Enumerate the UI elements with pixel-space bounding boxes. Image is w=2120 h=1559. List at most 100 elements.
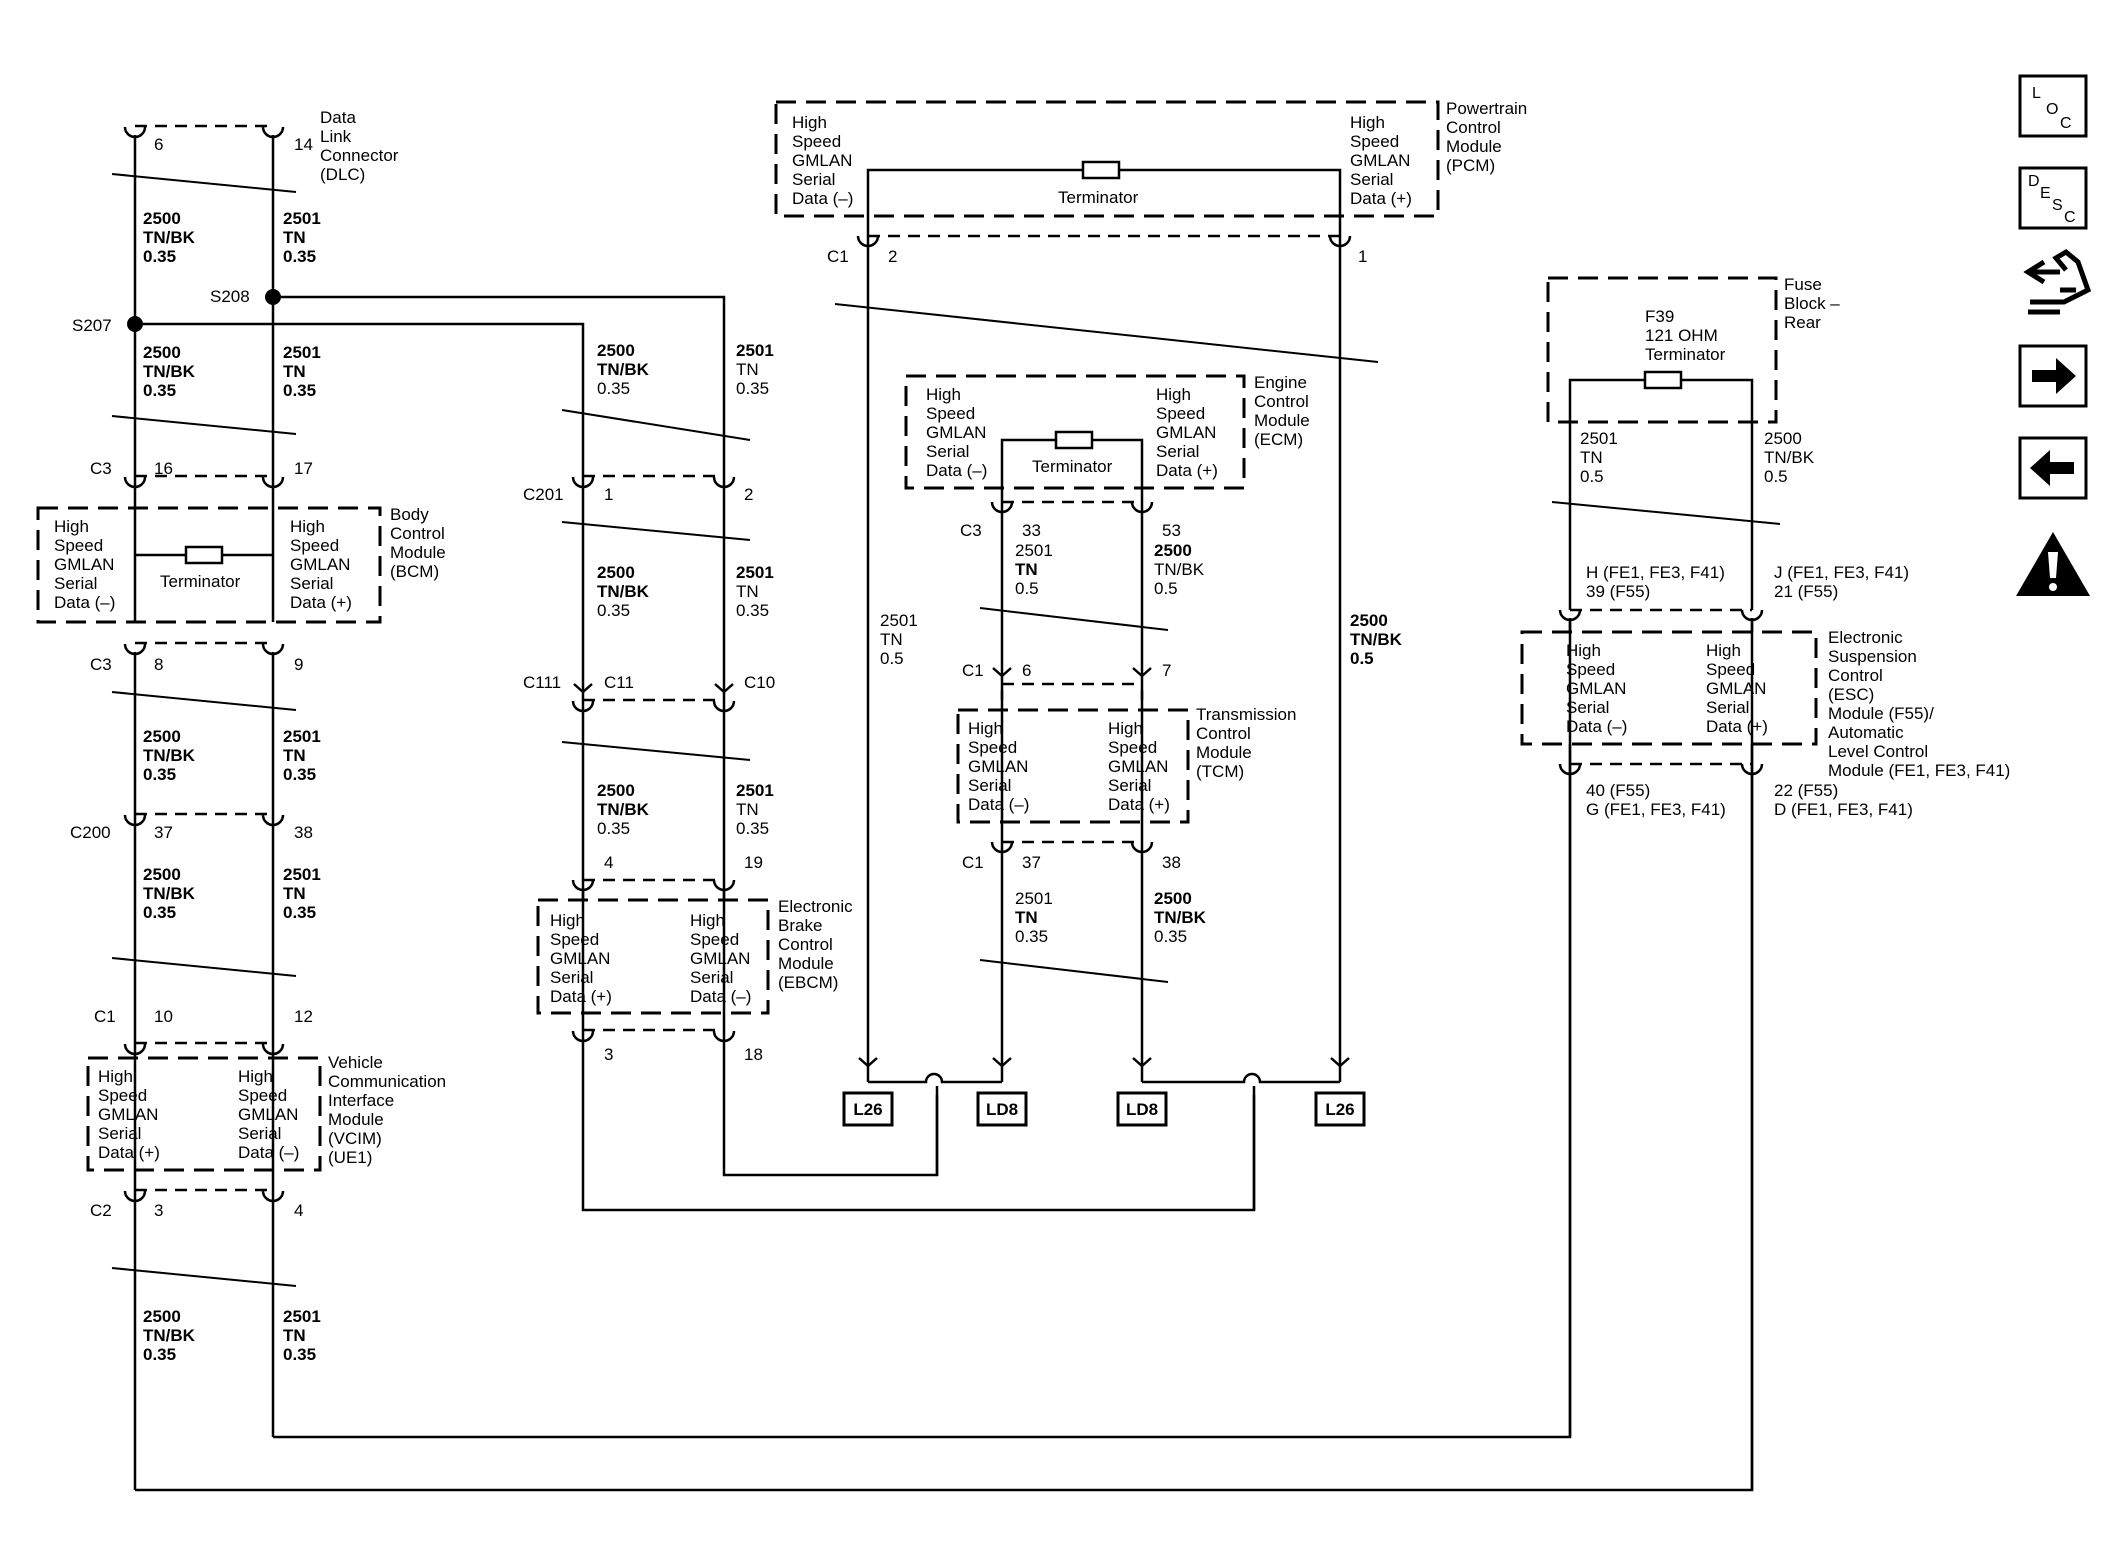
svg-text:TN/BK: TN/BK	[1154, 560, 1205, 579]
svg-text:High: High	[1566, 641, 1601, 660]
option-blocks: L26 LD8 LD8 L26	[842, 1056, 1366, 1210]
svg-text:Speed: Speed	[238, 1086, 287, 1105]
warning-icon[interactable]	[2016, 532, 2090, 596]
svg-text:Speed: Speed	[1156, 404, 1205, 423]
forward-arrow-icon[interactable]	[2018, 344, 2088, 408]
svg-text:2500: 2500	[597, 781, 635, 800]
svg-text:High: High	[1350, 113, 1385, 132]
svg-text:0.35: 0.35	[143, 1345, 176, 1364]
back-arrow-icon[interactable]	[2018, 436, 2088, 500]
svg-text:12: 12	[294, 1007, 313, 1026]
tcm-connector-bottom: C1 37 38	[962, 840, 1181, 872]
svg-text:39 (F55): 39 (F55)	[1586, 582, 1650, 601]
svg-text:Module (F55)/: Module (F55)/	[1828, 704, 1934, 723]
svg-text:Data (+): Data (+)	[290, 593, 352, 612]
wire-label: 2501 TN 0.35 2500 TN/BK 0.35	[1015, 889, 1207, 946]
svg-text:GMLAN: GMLAN	[98, 1105, 158, 1124]
svg-text:Speed: Speed	[1108, 738, 1157, 757]
desc-icon[interactable]: D E S C	[2018, 166, 2088, 230]
svg-text:Module: Module	[1254, 411, 1310, 430]
svg-text:Body: Body	[390, 505, 429, 524]
svg-text:Serial: Serial	[98, 1124, 141, 1143]
svg-text:Automatic: Automatic	[1828, 723, 1904, 742]
svg-text:3: 3	[604, 1045, 613, 1064]
svg-text:Electronic: Electronic	[778, 897, 853, 916]
svg-text:GMLAN: GMLAN	[1566, 679, 1626, 698]
svg-text:Control: Control	[1196, 724, 1251, 743]
terminator-resistor	[1643, 370, 1683, 390]
bcm-module: Terminator High Speed GMLAN Serial Data …	[36, 490, 446, 624]
sidebar-nav: L O C D E S C	[2016, 74, 2092, 596]
svg-text:6: 6	[1022, 661, 1031, 680]
option-l26-left: L26	[842, 1091, 894, 1127]
svg-text:L: L	[2032, 85, 2041, 102]
svg-text:S: S	[2052, 197, 2063, 214]
svg-text:TN/BK: TN/BK	[143, 884, 196, 903]
svg-text:Transmission: Transmission	[1196, 705, 1296, 724]
wire-label: 2500 TN/BK 0.35 2501 TN 0.35	[143, 209, 321, 266]
svg-text:0.5: 0.5	[1580, 467, 1604, 486]
svg-text:C2: C2	[90, 1201, 112, 1220]
svg-text:TN/BK: TN/BK	[143, 362, 196, 381]
svg-text:GMLAN: GMLAN	[968, 757, 1028, 776]
left-column: 6 14 Data Link Connector (DLC) 2500 TN/B…	[36, 108, 446, 1490]
svg-text:Speed: Speed	[792, 132, 841, 151]
svg-text:1: 1	[1358, 247, 1367, 266]
svg-text:Electronic: Electronic	[1828, 628, 1903, 647]
svg-text:TN: TN	[283, 746, 306, 765]
svg-text:Module: Module	[778, 954, 834, 973]
module-name-line: Connector	[320, 146, 399, 165]
svg-text:C1: C1	[962, 853, 984, 872]
connector-hand-icon[interactable]	[2023, 248, 2092, 315]
bcm-connector-top: C3 16 17	[90, 459, 313, 489]
svg-text:H (FE1, FE3, F41): H (FE1, FE3, F41)	[1586, 563, 1725, 582]
svg-text:0.35: 0.35	[143, 381, 176, 400]
svg-text:Powertrain: Powertrain	[1446, 99, 1527, 118]
option-l26-right: L26	[1314, 1091, 1366, 1127]
svg-text:L26: L26	[853, 1100, 882, 1119]
svg-text:(ECM): (ECM)	[1254, 430, 1303, 449]
svg-text:Data (–): Data (–)	[690, 987, 751, 1006]
svg-text:0.35: 0.35	[283, 1345, 316, 1364]
svg-text:Speed: Speed	[54, 536, 103, 555]
terminator-resistor	[1054, 430, 1094, 450]
ebcm-connector-bottom: 3 18	[571, 1028, 763, 1064]
svg-text:F39: F39	[1645, 307, 1674, 326]
svg-text:GMLAN: GMLAN	[926, 423, 986, 442]
svg-text:19: 19	[744, 853, 763, 872]
svg-text:37: 37	[1022, 853, 1041, 872]
svg-text:Data (+): Data (+)	[550, 987, 612, 1006]
svg-text:Suspension: Suspension	[1828, 647, 1917, 666]
svg-text:18: 18	[744, 1045, 763, 1064]
vcim-module: High Speed GMLAN Serial Data (+) High Sp…	[86, 1053, 446, 1172]
svg-text:O: O	[2046, 101, 2058, 118]
svg-text:2500: 2500	[1154, 889, 1192, 908]
ecm-connector: C3 33 53	[960, 500, 1181, 540]
loc-icon[interactable]: L O C	[2018, 74, 2088, 138]
splice-label: S208	[210, 287, 250, 306]
svg-text:0.35: 0.35	[143, 903, 176, 922]
svg-text:Module: Module	[1446, 137, 1502, 156]
svg-text:Control: Control	[1446, 118, 1501, 137]
svg-text:Serial: Serial	[926, 442, 969, 461]
option-ld8-left: LD8	[976, 1091, 1028, 1127]
svg-text:L26: L26	[1325, 1100, 1354, 1119]
svg-text:Communication: Communication	[328, 1072, 446, 1091]
wire-label: 2500 TN/BK 0.35 2501 TN 0.35	[143, 1307, 321, 1364]
svg-text:Interface: Interface	[328, 1091, 394, 1110]
svg-text:0.35: 0.35	[143, 765, 176, 784]
svg-text:Serial: Serial	[1350, 170, 1393, 189]
svg-text:GMLAN: GMLAN	[238, 1105, 298, 1124]
svg-text:2501: 2501	[880, 611, 918, 630]
svg-text:TN: TN	[283, 1326, 306, 1345]
svg-text:GMLAN: GMLAN	[550, 949, 610, 968]
svg-text:TN: TN	[880, 630, 903, 649]
svg-text:J (FE1, FE3, F41): J (FE1, FE3, F41)	[1774, 563, 1909, 582]
svg-text:High: High	[968, 719, 1003, 738]
svg-text:Data (+): Data (+)	[1108, 795, 1170, 814]
ebcm-column: 2500 TN/BK 0.35 2501 TN 0.35 C201 1 2 25…	[523, 341, 1256, 1212]
svg-text:D: D	[2028, 173, 2040, 190]
svg-text:0.5: 0.5	[1015, 579, 1039, 598]
svg-text:TN: TN	[283, 228, 306, 247]
svg-text:37: 37	[154, 823, 173, 842]
